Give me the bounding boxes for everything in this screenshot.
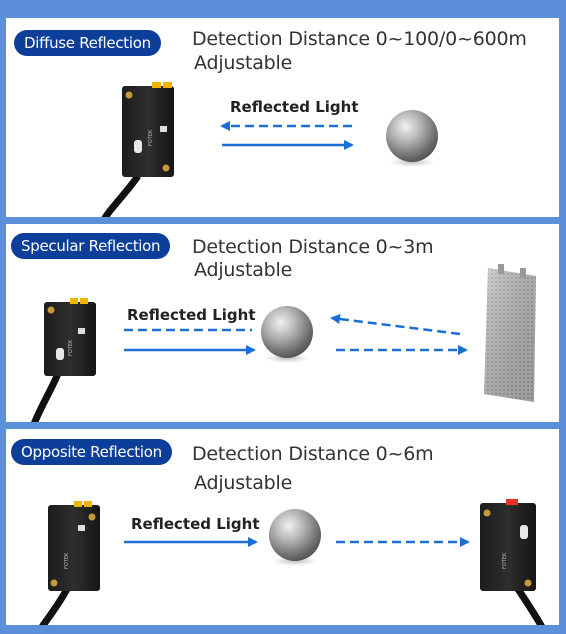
sensor-icon: FOTEK: [480, 499, 536, 591]
arrow-icon: [330, 314, 461, 336]
svg-text:FOTEK: FOTEK: [68, 339, 74, 356]
opposite-diagram: FOTEK FOTEK: [39, 499, 545, 625]
adjustable-text: Adjustable: [194, 52, 293, 74]
diffuse-diagram: FOTEK: [101, 82, 438, 217]
sensor-icon: FOTEK: [44, 298, 96, 376]
ball-icon: [261, 306, 313, 358]
cable-icon: [101, 173, 141, 217]
detection-distance-text: Detection Distance 0~3m: [192, 236, 434, 258]
diffuse-reflection-panel: Diffuse Reflection Detection Distance 0~…: [6, 18, 559, 217]
cable-icon: [515, 587, 545, 625]
opposite-reflection-panel: Opposite Reflection Detection Distance 0…: [6, 429, 559, 625]
adjustable-text: Adjustable: [194, 259, 293, 281]
reflector-icon: [484, 264, 536, 402]
sensor-icon: FOTEK: [48, 501, 100, 591]
opposite-reflection-badge: Opposite Reflection: [11, 439, 172, 465]
reflected-light-label: Reflected Light: [131, 515, 260, 533]
cable-icon: [31, 367, 64, 422]
diffuse-reflection-badge: Diffuse Reflection: [14, 30, 161, 56]
detection-distance-text: Detection Distance 0~100/0~600m: [192, 28, 527, 50]
svg-text:FOTEK: FOTEK: [148, 129, 154, 146]
ball-icon: [269, 509, 321, 561]
ball-icon: [386, 110, 438, 162]
detection-distance-text: Detection Distance 0~6m: [192, 443, 434, 465]
cable-icon: [39, 585, 72, 625]
adjustable-text: Adjustable: [194, 472, 293, 494]
specular-reflection-badge: Specular Reflection: [11, 233, 171, 259]
svg-text:FOTEK: FOTEK: [502, 552, 508, 569]
specular-diagram: FOTEK: [31, 264, 536, 422]
reflected-light-label: Reflected Light: [127, 306, 256, 324]
sensor-icon: FOTEK: [122, 82, 174, 177]
reflected-light-label: Reflected Light: [230, 98, 359, 116]
svg-text:FOTEK: FOTEK: [64, 552, 70, 569]
specular-reflection-panel: Specular Reflection Detection Distance 0…: [6, 224, 559, 422]
